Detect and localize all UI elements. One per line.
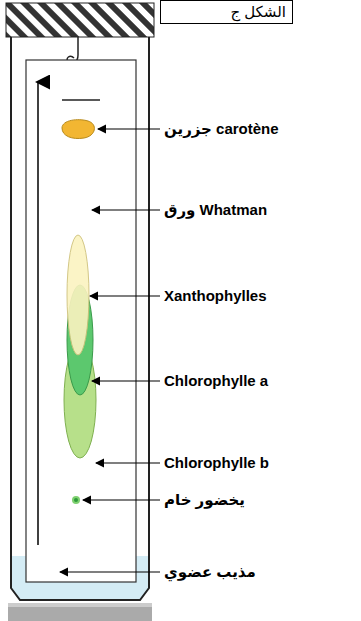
part-label: Chlorophylle b xyxy=(164,454,269,472)
part-label: جزرين carotène xyxy=(164,120,279,138)
part-label: مذيب عضوي xyxy=(164,563,256,581)
figure-title: الشكل ج xyxy=(160,0,293,24)
part-label: يخضور خام xyxy=(164,491,245,509)
part-label: Xanthophylles xyxy=(164,287,267,305)
part-label: ورق Whatman xyxy=(164,201,267,219)
part-label: Chlorophylle a xyxy=(164,372,268,390)
